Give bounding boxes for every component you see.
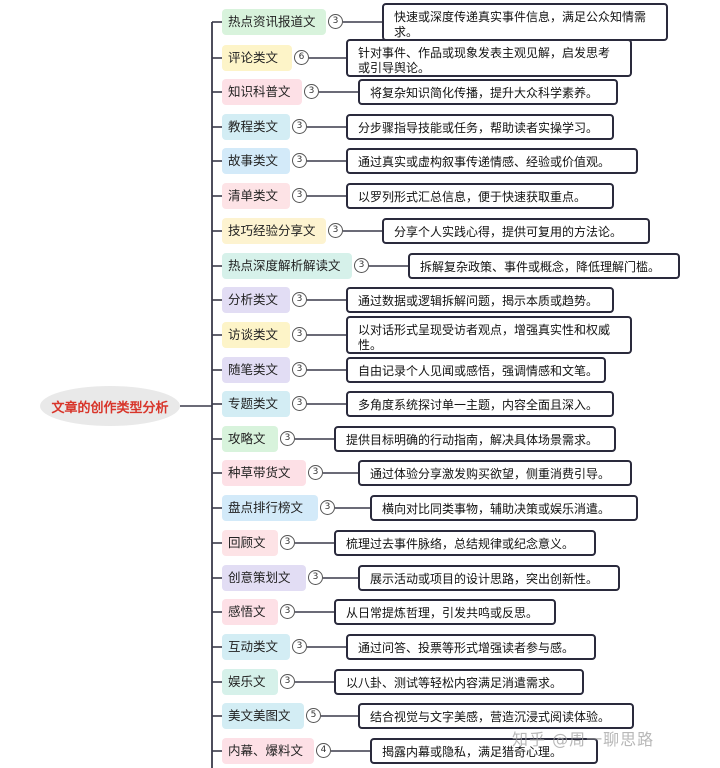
description-box: 横向对比同类事物，辅助决策或娱乐消遣。 [370,495,638,521]
branch-node[interactable]: 专题类文 [222,391,290,417]
description-box: 拆解复杂政策、事件或概念，降低理解门槛。 [408,253,680,279]
branch-node[interactable]: 清单类文 [222,183,290,209]
branch-node[interactable]: 互动类文 [222,634,290,660]
branch-node[interactable]: 访谈类文 [222,322,290,348]
description-box: 针对事件、作品或现象发表主观见解，启发思考或引导舆论。 [346,39,632,77]
child-count-badge[interactable]: 6 [294,50,309,65]
child-count-badge[interactable]: 3 [280,604,295,619]
description-box: 通过问答、投票等形式增强读者参与感。 [346,634,596,660]
description-box: 展示活动或项目的设计思路，突出创新性。 [358,565,620,591]
child-count-badge[interactable]: 3 [328,14,343,29]
description-box: 通过真实或虚构叙事传递情感、经验或价值观。 [346,148,638,174]
branch-node[interactable]: 技巧经验分享文 [222,218,326,244]
branch-node[interactable]: 娱乐文 [222,669,278,695]
description-box: 从日常提炼哲理，引发共鸣或反思。 [334,599,556,625]
branch-node[interactable]: 热点资讯报道文 [222,9,326,35]
description-box: 结合视觉与文字美感，营造沉浸式阅读体验。 [358,703,634,729]
branch-node[interactable]: 教程类文 [222,114,290,140]
description-box: 分享个人实践心得，提供可复用的方法论。 [382,218,650,244]
child-count-badge[interactable]: 3 [280,674,295,689]
child-count-badge[interactable]: 3 [292,292,307,307]
branch-node[interactable]: 盘点排行榜文 [222,495,318,521]
branch-node[interactable]: 感悟文 [222,599,278,625]
description-box: 揭露内幕或隐私，满足猎奇心理。 [370,738,598,764]
child-count-badge[interactable]: 3 [320,500,335,515]
description-box: 将复杂知识简化传播，提升大众科学素养。 [358,79,618,105]
branch-node[interactable]: 随笔类文 [222,357,290,383]
child-count-badge[interactable]: 3 [354,258,369,273]
branch-node[interactable]: 热点深度解析解读文 [222,253,352,279]
child-count-badge[interactable]: 3 [292,396,307,411]
description-box: 通过体验分享激发购买欲望，侧重消费引导。 [358,460,632,486]
child-count-badge[interactable]: 3 [308,465,323,480]
child-count-badge[interactable]: 5 [306,708,321,723]
branch-node[interactable]: 故事类文 [222,148,290,174]
branch-node[interactable]: 美文美图文 [222,703,304,729]
child-count-badge[interactable]: 3 [308,570,323,585]
branch-node[interactable]: 种草带货文 [222,460,306,486]
branch-node[interactable]: 分析类文 [222,287,290,313]
branch-node[interactable]: 回顾文 [222,530,278,556]
child-count-badge[interactable]: 3 [292,327,307,342]
child-count-badge[interactable]: 3 [292,639,307,654]
description-box: 通过数据或逻辑拆解问题，揭示本质或趋势。 [346,287,614,313]
description-box: 以罗列形式汇总信息，便于快速获取重点。 [346,183,614,209]
child-count-badge[interactable]: 3 [292,153,307,168]
description-box: 提供目标明确的行动指南，解决具体场景需求。 [334,426,616,452]
description-box: 多角度系统探讨单一主题，内容全面且深入。 [346,391,614,417]
child-count-badge[interactable]: 3 [280,535,295,550]
root-node[interactable]: 文章的创作类型分析 [40,386,180,426]
child-count-badge[interactable]: 3 [292,362,307,377]
child-count-badge[interactable]: 3 [292,188,307,203]
branch-node[interactable]: 知识科普文 [222,79,302,105]
branch-node[interactable]: 内幕、爆料文 [222,738,314,764]
child-count-badge[interactable]: 3 [328,223,343,238]
branch-node[interactable]: 攻略文 [222,426,278,452]
description-box: 分步骤指导技能或任务，帮助读者实操学习。 [346,114,614,140]
description-box: 快速或深度传递真实事件信息，满足公众知情需求。 [382,3,668,41]
child-count-badge[interactable]: 3 [292,119,307,134]
child-count-badge[interactable]: 4 [316,743,331,758]
description-box: 以对话形式呈现受访者观点，增强真实性和权威性。 [346,316,632,354]
branch-node[interactable]: 创意策划文 [222,565,306,591]
child-count-badge[interactable]: 3 [304,84,319,99]
child-count-badge[interactable]: 3 [280,431,295,446]
description-box: 以八卦、测试等轻松内容满足消遣需求。 [334,669,584,695]
watermark: 知乎 @周一聊思路 [512,730,655,749]
description-box: 自由记录个人见闻或感悟，强调情感和文笔。 [346,357,606,383]
branch-node[interactable]: 评论类文 [222,45,292,71]
description-box: 梳理过去事件脉络，总结规律或纪念意义。 [334,530,596,556]
